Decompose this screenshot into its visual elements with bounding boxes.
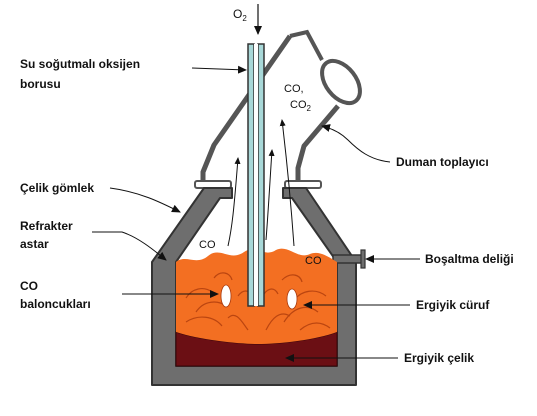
co-bubble bbox=[220, 284, 232, 308]
molten-slag-label: Ergiyik cüruf bbox=[416, 298, 490, 312]
co-gas-label: CO, bbox=[284, 83, 304, 95]
lance-label-line2: borusu bbox=[20, 77, 61, 91]
oxygen-lance bbox=[247, 43, 265, 307]
molten-steel-label: Ergiyik çelik bbox=[404, 351, 474, 365]
tap-hole bbox=[332, 254, 364, 264]
lance-label-line1: Su soğutmalı oksijen bbox=[20, 57, 140, 71]
steel-shell-label: Çelik gömlek bbox=[20, 181, 94, 195]
co-bubbles-label-line2: baloncukları bbox=[20, 297, 91, 311]
co2-gas-label: CO2 bbox=[290, 99, 312, 113]
oxygen-inlet: O2 bbox=[233, 4, 262, 35]
co-bubble bbox=[286, 288, 298, 310]
fume-collector-leader bbox=[321, 124, 391, 163]
svg-text:O2: O2 bbox=[233, 7, 247, 23]
steel-shell-leader bbox=[109, 187, 181, 213]
fume-collector-label: Duman toplayıcı bbox=[396, 155, 489, 169]
co-left-label: CO bbox=[199, 239, 216, 251]
tap-hole-label: Boşaltma deliği bbox=[425, 252, 514, 266]
o2-label: O bbox=[233, 7, 242, 21]
refractory-label-line1: Refrakter bbox=[20, 219, 73, 233]
leader-lines bbox=[92, 65, 420, 362]
co-bubbles-label-line1: CO bbox=[20, 279, 38, 293]
co-right-label: CO bbox=[305, 255, 322, 267]
lance-leader bbox=[191, 65, 247, 74]
refractory-leader bbox=[92, 231, 167, 261]
gas-flow-arrows bbox=[227, 119, 295, 247]
refractory-label-line2: astar bbox=[20, 237, 49, 251]
fume-collector-hood bbox=[194, 28, 362, 189]
